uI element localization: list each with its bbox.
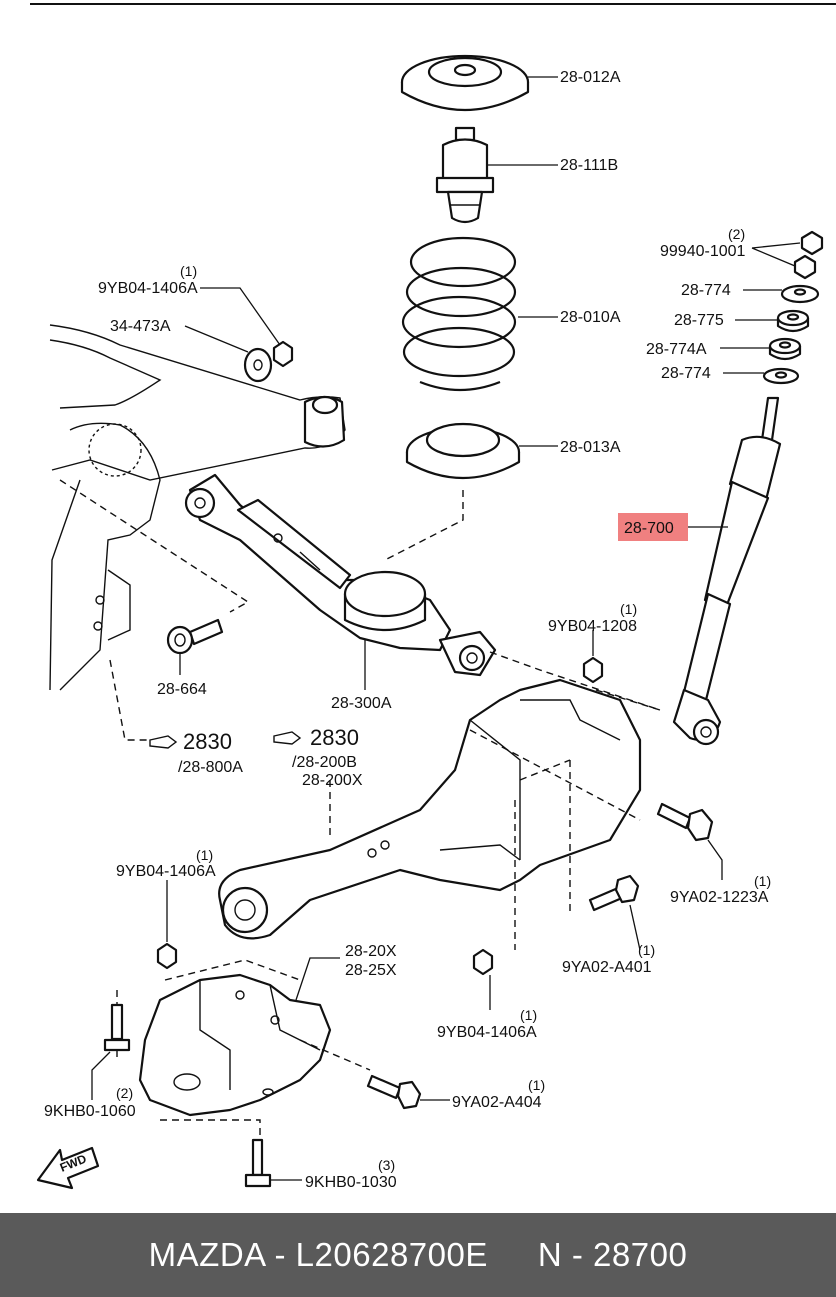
bushing-775 [776, 309, 810, 333]
label-bolt-1060-qty: (2) [116, 1085, 133, 1101]
label-nut-mid: 9YB04-1406A [116, 863, 216, 880]
label-nut-1208: 9YB04-1208 [548, 618, 637, 635]
label-lower-arm: 28-300A [331, 695, 392, 712]
nut-mid [156, 942, 178, 970]
label-nut-bot: 9YB04-1406A [437, 1024, 537, 1041]
bump-stop [435, 126, 495, 224]
nut-bottom [472, 948, 494, 976]
bolt-1223a [656, 802, 714, 842]
label-nut-left: 9YB04-1406A [98, 280, 198, 297]
bolt-1030 [244, 1138, 272, 1188]
ref-2830-left[interactable]: 2830 /28-800A [149, 729, 243, 776]
label-coil-spring: 28-010A [560, 309, 621, 326]
label-nut-1208-qty: (1) [620, 601, 637, 617]
label-bolt-1223-qty: (1) [754, 873, 771, 889]
label-lower-seat: 28-013A [560, 439, 621, 456]
ref-2830-right[interactable]: 2830 /28-200B 28-200X [273, 725, 363, 789]
label-nut-left-qty: (1) [180, 263, 197, 279]
bolt-a401 [588, 874, 640, 912]
label-bolt-1030-qty: (3) [378, 1157, 395, 1173]
label-bump-stop: 28-111B [560, 157, 618, 174]
label-bolt-1060: 9KHB0-1060 [44, 1103, 136, 1120]
fwd-arrow-icon [36, 1146, 100, 1190]
lower-arm [184, 473, 497, 677]
bushing-774a [768, 337, 802, 361]
label-bolt-1223: 9YA02-1223A [670, 889, 769, 906]
label-bolt-1030: 9KHB0-1030 [305, 1174, 397, 1191]
label-bushing-2: 28-774A [646, 341, 707, 358]
label-nut-bot-qty: (1) [520, 1007, 537, 1023]
pointing-hand-icon [149, 735, 178, 749]
suspension-diagram: 28-012A 28-111B 28-010A 28-013A (2) 9994… [30, 3, 836, 1191]
washer-774-top [780, 284, 820, 304]
knuckle-arm [218, 678, 642, 940]
label-bushing-1: 28-775 [674, 312, 724, 329]
label-bolt-a401-qty: (1) [638, 942, 655, 958]
upper-spring-mount [400, 54, 530, 112]
label-bolt-a401: 9YA02-A401 [562, 959, 652, 976]
bracket-bushing [303, 395, 346, 448]
lower-spring-seat [405, 422, 521, 480]
label-nut-top-qty: (2) [728, 226, 745, 242]
label-nut-top: 99940-1001 [660, 243, 746, 260]
ref1-number: 2830 [183, 729, 232, 754]
washer-34-473a [243, 347, 273, 383]
ref2-sub1: /28-200B [292, 754, 357, 771]
washer-774-bottom [762, 367, 800, 385]
lower-knuckle [138, 973, 332, 1117]
ref2-sub2: 28-200X [302, 772, 363, 789]
label-bracket: 34-473A [110, 318, 171, 335]
shock-label-highlight [618, 513, 688, 541]
nut-left [272, 340, 294, 368]
shock-nuts [793, 230, 824, 280]
label-knuckle-2: 28-25X [345, 962, 397, 979]
bolt-28-664 [166, 618, 224, 655]
label-bolt-a404-qty: (1) [528, 1077, 545, 1093]
label-nut-mid-qty: (1) [196, 847, 213, 863]
label-washer-1: 28-774 [681, 282, 731, 299]
label-bolt-a404: 9YA02-A404 [452, 1094, 542, 1111]
label-washer-2: 28-774 [661, 365, 711, 382]
ref2-number: 2830 [310, 725, 359, 750]
label-knuckle-1: 28-20X [345, 943, 397, 960]
bolt-1060 [103, 1003, 131, 1052]
footer-bar: MAZDA - L20628700E N - 28700 [0, 1213, 836, 1297]
pointing-hand-icon [273, 731, 302, 745]
label-upper-mount: 28-012A [560, 69, 621, 86]
label-bolt-664: 28-664 [157, 681, 207, 698]
coil-spring [401, 236, 517, 392]
ref1-sub: /28-800A [178, 759, 243, 776]
footer-diagram-ref: N - 28700 [537, 1236, 688, 1273]
label-shock[interactable]: 28-700 [624, 520, 674, 537]
footer-part-number: MAZDA - L20628700E [148, 1236, 488, 1273]
bolt-a404 [366, 1074, 422, 1110]
shock-absorber [672, 396, 782, 746]
nut-1208 [582, 656, 604, 684]
